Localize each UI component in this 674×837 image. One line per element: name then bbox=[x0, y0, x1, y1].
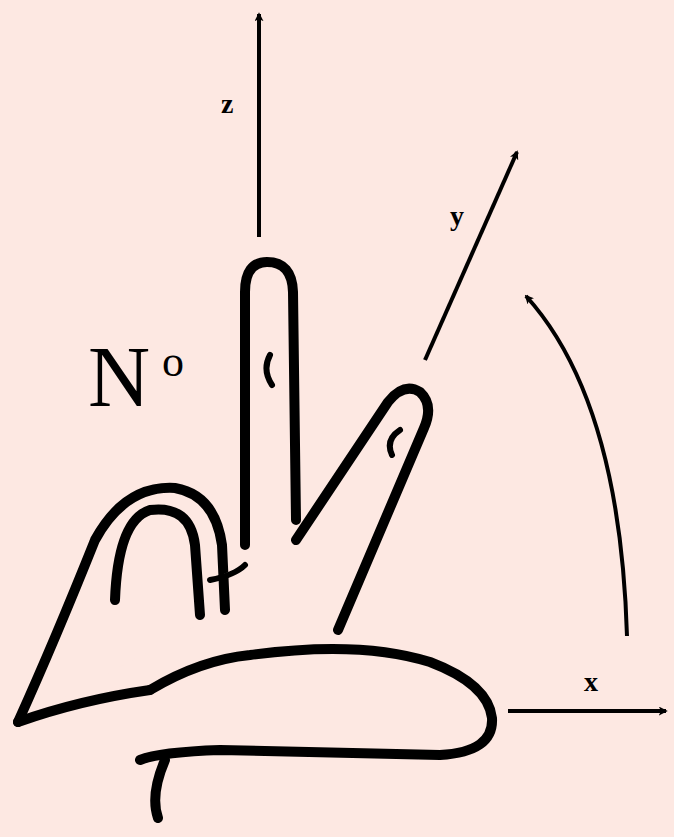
number-sign-letter: N bbox=[88, 334, 150, 420]
rotation-arrow bbox=[526, 296, 627, 636]
axis-label: y bbox=[450, 202, 464, 230]
axes bbox=[259, 14, 666, 711]
knuckle-marks bbox=[210, 355, 400, 580]
hand bbox=[18, 262, 492, 818]
folded-fingers bbox=[18, 488, 225, 722]
y-axis bbox=[425, 152, 517, 360]
wrist bbox=[155, 760, 165, 818]
curled-finger bbox=[115, 509, 200, 615]
axis-label: z bbox=[221, 90, 233, 118]
z-axis bbox=[257, 14, 261, 237]
index-finger bbox=[296, 389, 428, 630]
number-sign-superscript: o bbox=[162, 340, 184, 384]
middle-finger bbox=[245, 262, 296, 545]
axis-label: x bbox=[584, 668, 598, 696]
x-axis bbox=[508, 709, 666, 713]
palm-edge bbox=[18, 690, 150, 722]
thumb bbox=[140, 649, 492, 760]
